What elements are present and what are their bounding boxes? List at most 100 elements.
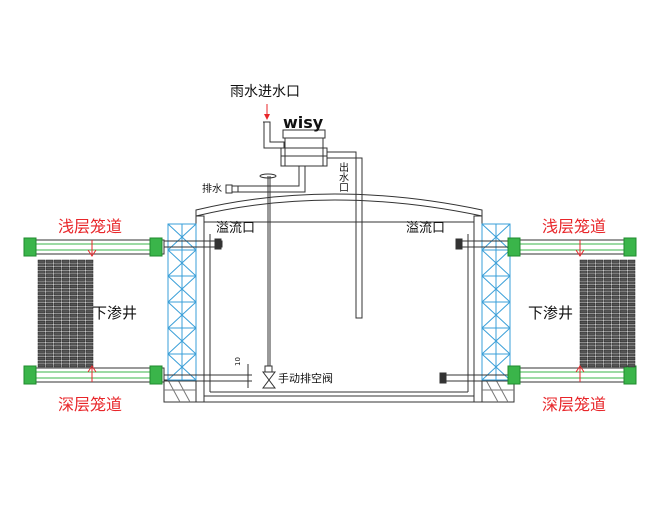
module-block bbox=[611, 320, 620, 325]
module-block bbox=[611, 328, 620, 332]
module-block bbox=[69, 360, 78, 364]
module-block bbox=[37, 274, 46, 278]
module-block bbox=[619, 310, 628, 314]
module-block bbox=[587, 342, 596, 346]
module-block bbox=[579, 288, 588, 292]
module-block bbox=[579, 302, 588, 307]
module-block bbox=[45, 349, 54, 353]
module-block bbox=[61, 266, 70, 271]
module-block bbox=[53, 356, 62, 361]
module-block bbox=[61, 277, 70, 281]
module-block bbox=[45, 346, 54, 350]
module-block bbox=[45, 284, 54, 289]
module-block bbox=[45, 263, 54, 267]
module-block bbox=[579, 284, 588, 289]
module-block bbox=[85, 360, 94, 364]
module-block bbox=[587, 266, 596, 271]
module-block bbox=[53, 270, 62, 274]
module-block bbox=[595, 263, 604, 267]
module-block bbox=[579, 360, 588, 364]
module-block bbox=[53, 299, 62, 303]
module-block bbox=[61, 360, 70, 364]
module-block bbox=[45, 328, 54, 332]
module-block bbox=[627, 353, 636, 357]
module-block bbox=[587, 313, 596, 317]
module-block bbox=[53, 288, 62, 292]
module-block bbox=[69, 284, 78, 289]
module-block bbox=[69, 349, 78, 353]
module-block bbox=[587, 331, 596, 335]
module-block bbox=[627, 360, 636, 364]
module-block bbox=[53, 281, 62, 285]
module-block bbox=[37, 320, 46, 325]
module-block bbox=[77, 360, 86, 364]
module-block bbox=[61, 335, 70, 339]
module-block bbox=[69, 281, 78, 285]
module-block bbox=[579, 349, 588, 353]
module-block bbox=[37, 302, 46, 307]
module-block bbox=[619, 346, 628, 350]
module-block bbox=[603, 324, 612, 328]
module-block bbox=[69, 274, 78, 278]
module-block bbox=[587, 360, 596, 364]
module-block bbox=[77, 331, 86, 335]
module-block bbox=[69, 306, 78, 310]
module-block bbox=[611, 364, 620, 368]
module-block bbox=[53, 328, 62, 332]
module-block bbox=[595, 270, 604, 274]
tank-lid bbox=[195, 193, 483, 217]
module-block bbox=[627, 288, 636, 292]
module-block bbox=[587, 259, 596, 263]
manual-valve-label: 手动排空阀 bbox=[278, 371, 333, 385]
module-block bbox=[85, 270, 94, 274]
module-block bbox=[579, 313, 588, 317]
module-block bbox=[627, 277, 636, 281]
module-block bbox=[627, 306, 636, 310]
module-block bbox=[85, 302, 94, 307]
module-block bbox=[587, 299, 596, 303]
module-block bbox=[611, 349, 620, 353]
module-block bbox=[603, 360, 612, 364]
dim-10-label: 10 bbox=[234, 357, 242, 366]
module-block bbox=[69, 299, 78, 303]
module-block bbox=[603, 313, 612, 317]
module-block bbox=[579, 281, 588, 285]
module-block bbox=[587, 364, 596, 368]
module-block bbox=[611, 295, 620, 299]
module-block bbox=[61, 274, 70, 278]
module-block bbox=[595, 342, 604, 346]
module-block bbox=[61, 313, 70, 317]
module-block bbox=[53, 342, 62, 346]
module-block bbox=[45, 364, 54, 368]
module-block bbox=[603, 353, 612, 357]
right-module bbox=[507, 237, 637, 385]
module-block bbox=[627, 313, 636, 317]
module-block bbox=[595, 310, 604, 314]
module-block bbox=[37, 259, 46, 263]
module-block bbox=[37, 364, 46, 368]
module-block bbox=[53, 259, 62, 263]
module-block bbox=[579, 277, 588, 281]
module-block bbox=[85, 324, 94, 328]
module-block bbox=[627, 331, 636, 335]
left-module-stack bbox=[37, 259, 94, 368]
module-block bbox=[587, 320, 596, 325]
module-block bbox=[69, 310, 78, 314]
module-block bbox=[45, 302, 54, 307]
module-block bbox=[61, 306, 70, 310]
module-block bbox=[77, 338, 86, 343]
module-block bbox=[603, 284, 612, 289]
module-block bbox=[45, 306, 54, 310]
module-block bbox=[37, 356, 46, 361]
module-block bbox=[619, 284, 628, 289]
module-block bbox=[627, 324, 636, 328]
module-block bbox=[53, 274, 62, 278]
drain-label: 排水 bbox=[202, 182, 222, 195]
module-block bbox=[595, 317, 604, 321]
module-block bbox=[61, 356, 70, 361]
module-block bbox=[603, 259, 612, 263]
module-block bbox=[595, 277, 604, 281]
module-block bbox=[619, 274, 628, 278]
module-block bbox=[603, 292, 612, 296]
